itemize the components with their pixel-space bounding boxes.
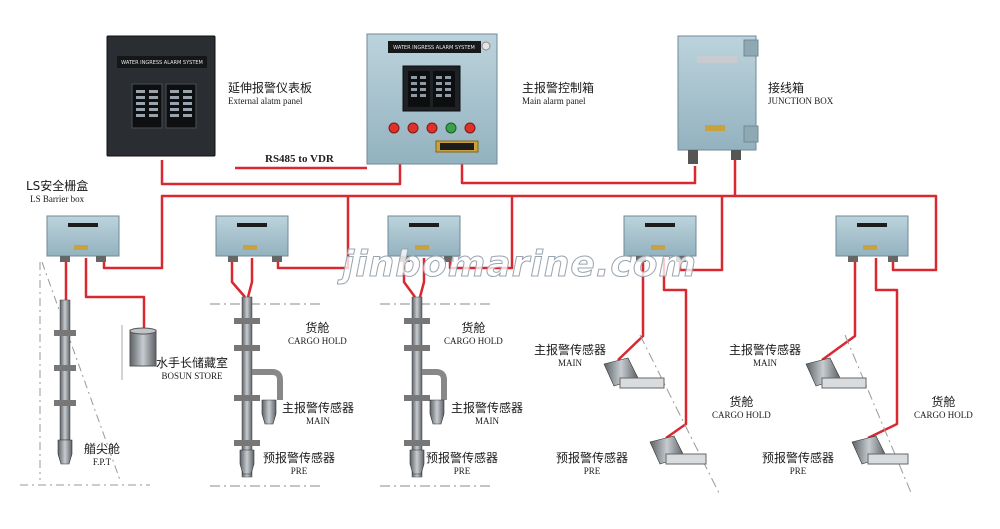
indicator-lamp-4 [445,122,457,134]
cable-hold4-main [821,258,857,362]
pre-sensor-label-3: 预报警传感器 PRE [556,451,629,476]
cable-main-to-junction [460,164,697,185]
bosun-store-sensor [121,325,157,380]
pre-sensor-label-2: 预报警传感器 PRE [426,451,499,476]
signal-cables [64,150,938,440]
cargo-hold-3-slope [603,334,721,496]
hold2-main-sensor [429,399,445,425]
cargo-hold-label-3: 货舱 CARGO HOLD [712,395,771,420]
cable-bus-hold3 [678,196,724,272]
main-panel-plate: WATER INGRESS ALARM SYSTEM [393,45,475,51]
cargo-hold-label-4: 货舱 CARGO HOLD [914,395,973,420]
cargo-hold-label-2: 货舱 CARGO HOLD [444,321,503,346]
pre-sensor-label-4: 预报警传感器 PRE [762,451,835,476]
fpt-sensor-column [20,261,150,486]
junction-box [677,35,759,164]
main-sensor-label-4: 主报警传感器 MAIN [729,343,802,368]
cargo-hold-4-slope [805,334,913,496]
cable-hold3-pre [662,258,688,440]
cable-junction-bus [102,150,737,270]
ls-barrier-box-2 [215,215,289,262]
ls-barrier-box-4 [623,215,697,262]
junction-box-label: 接线箱 JUNCTION BOX [768,81,834,106]
main-panel-label: 主报警控制箱 Main alarm panel [522,81,595,106]
ls-barrier-box-1 [46,215,120,262]
bosun-store-label: 水手长储藏室 BOSUN STORE [156,356,229,381]
fpt-sensor [57,439,73,465]
external-alarm-panel: WATER INGRESS ALARM SYSTEM [106,35,216,157]
indicator-lamp-5 [464,122,476,134]
main-sensor-label-2: 主报警传感器 MAIN [451,401,524,426]
cable-hold2-sensor [402,258,426,298]
indicator-lamp-3 [426,122,438,134]
cargo-hold-1-column [210,296,320,487]
watermark: jinbomarine.com [341,244,698,286]
pre-sensor-label-1: 预报警传感器 PRE [263,451,336,476]
cable-hold1-sensor [230,258,254,298]
cable-hold3-main [617,258,645,361]
cargo-hold-label-1: 货舱 CARGO HOLD [288,321,347,346]
cable-bus-right [735,194,938,272]
main-alarm-panel: WATER INGRESS ALARM SYSTEM [366,33,498,165]
main-sensor-label-3: 主报警传感器 MAIN [534,343,607,368]
indicator-lamp-2 [407,122,419,134]
cable-external-to-main [160,160,402,186]
hold1-main-sensor [261,399,277,425]
rs485-vdr-label: RS485 to VDR [265,153,334,165]
external-panel-label: 延伸报警仪表板 External alatm panel [228,81,313,106]
cargo-hold-2-column [380,296,492,487]
main-sensor-label-1: 主报警传感器 MAIN [282,401,355,426]
fpt-label: 艏尖舱 F.P.T [84,442,121,467]
ls-barrier-box-5 [835,215,909,262]
hold2-pre-sensor [409,449,425,475]
cable-hold4-pre [867,258,899,440]
cable-barrier-bosun [84,258,146,332]
indicator-lamp-1 [388,122,400,134]
ls-barrier-box-label: LS安全栅盒 LS Barrier box [26,179,89,204]
external-panel-plate: WATER INGRESS ALARM SYSTEM [121,60,203,66]
hold1-pre-sensor [239,449,255,475]
ls-barrier-box-3 [387,215,461,262]
